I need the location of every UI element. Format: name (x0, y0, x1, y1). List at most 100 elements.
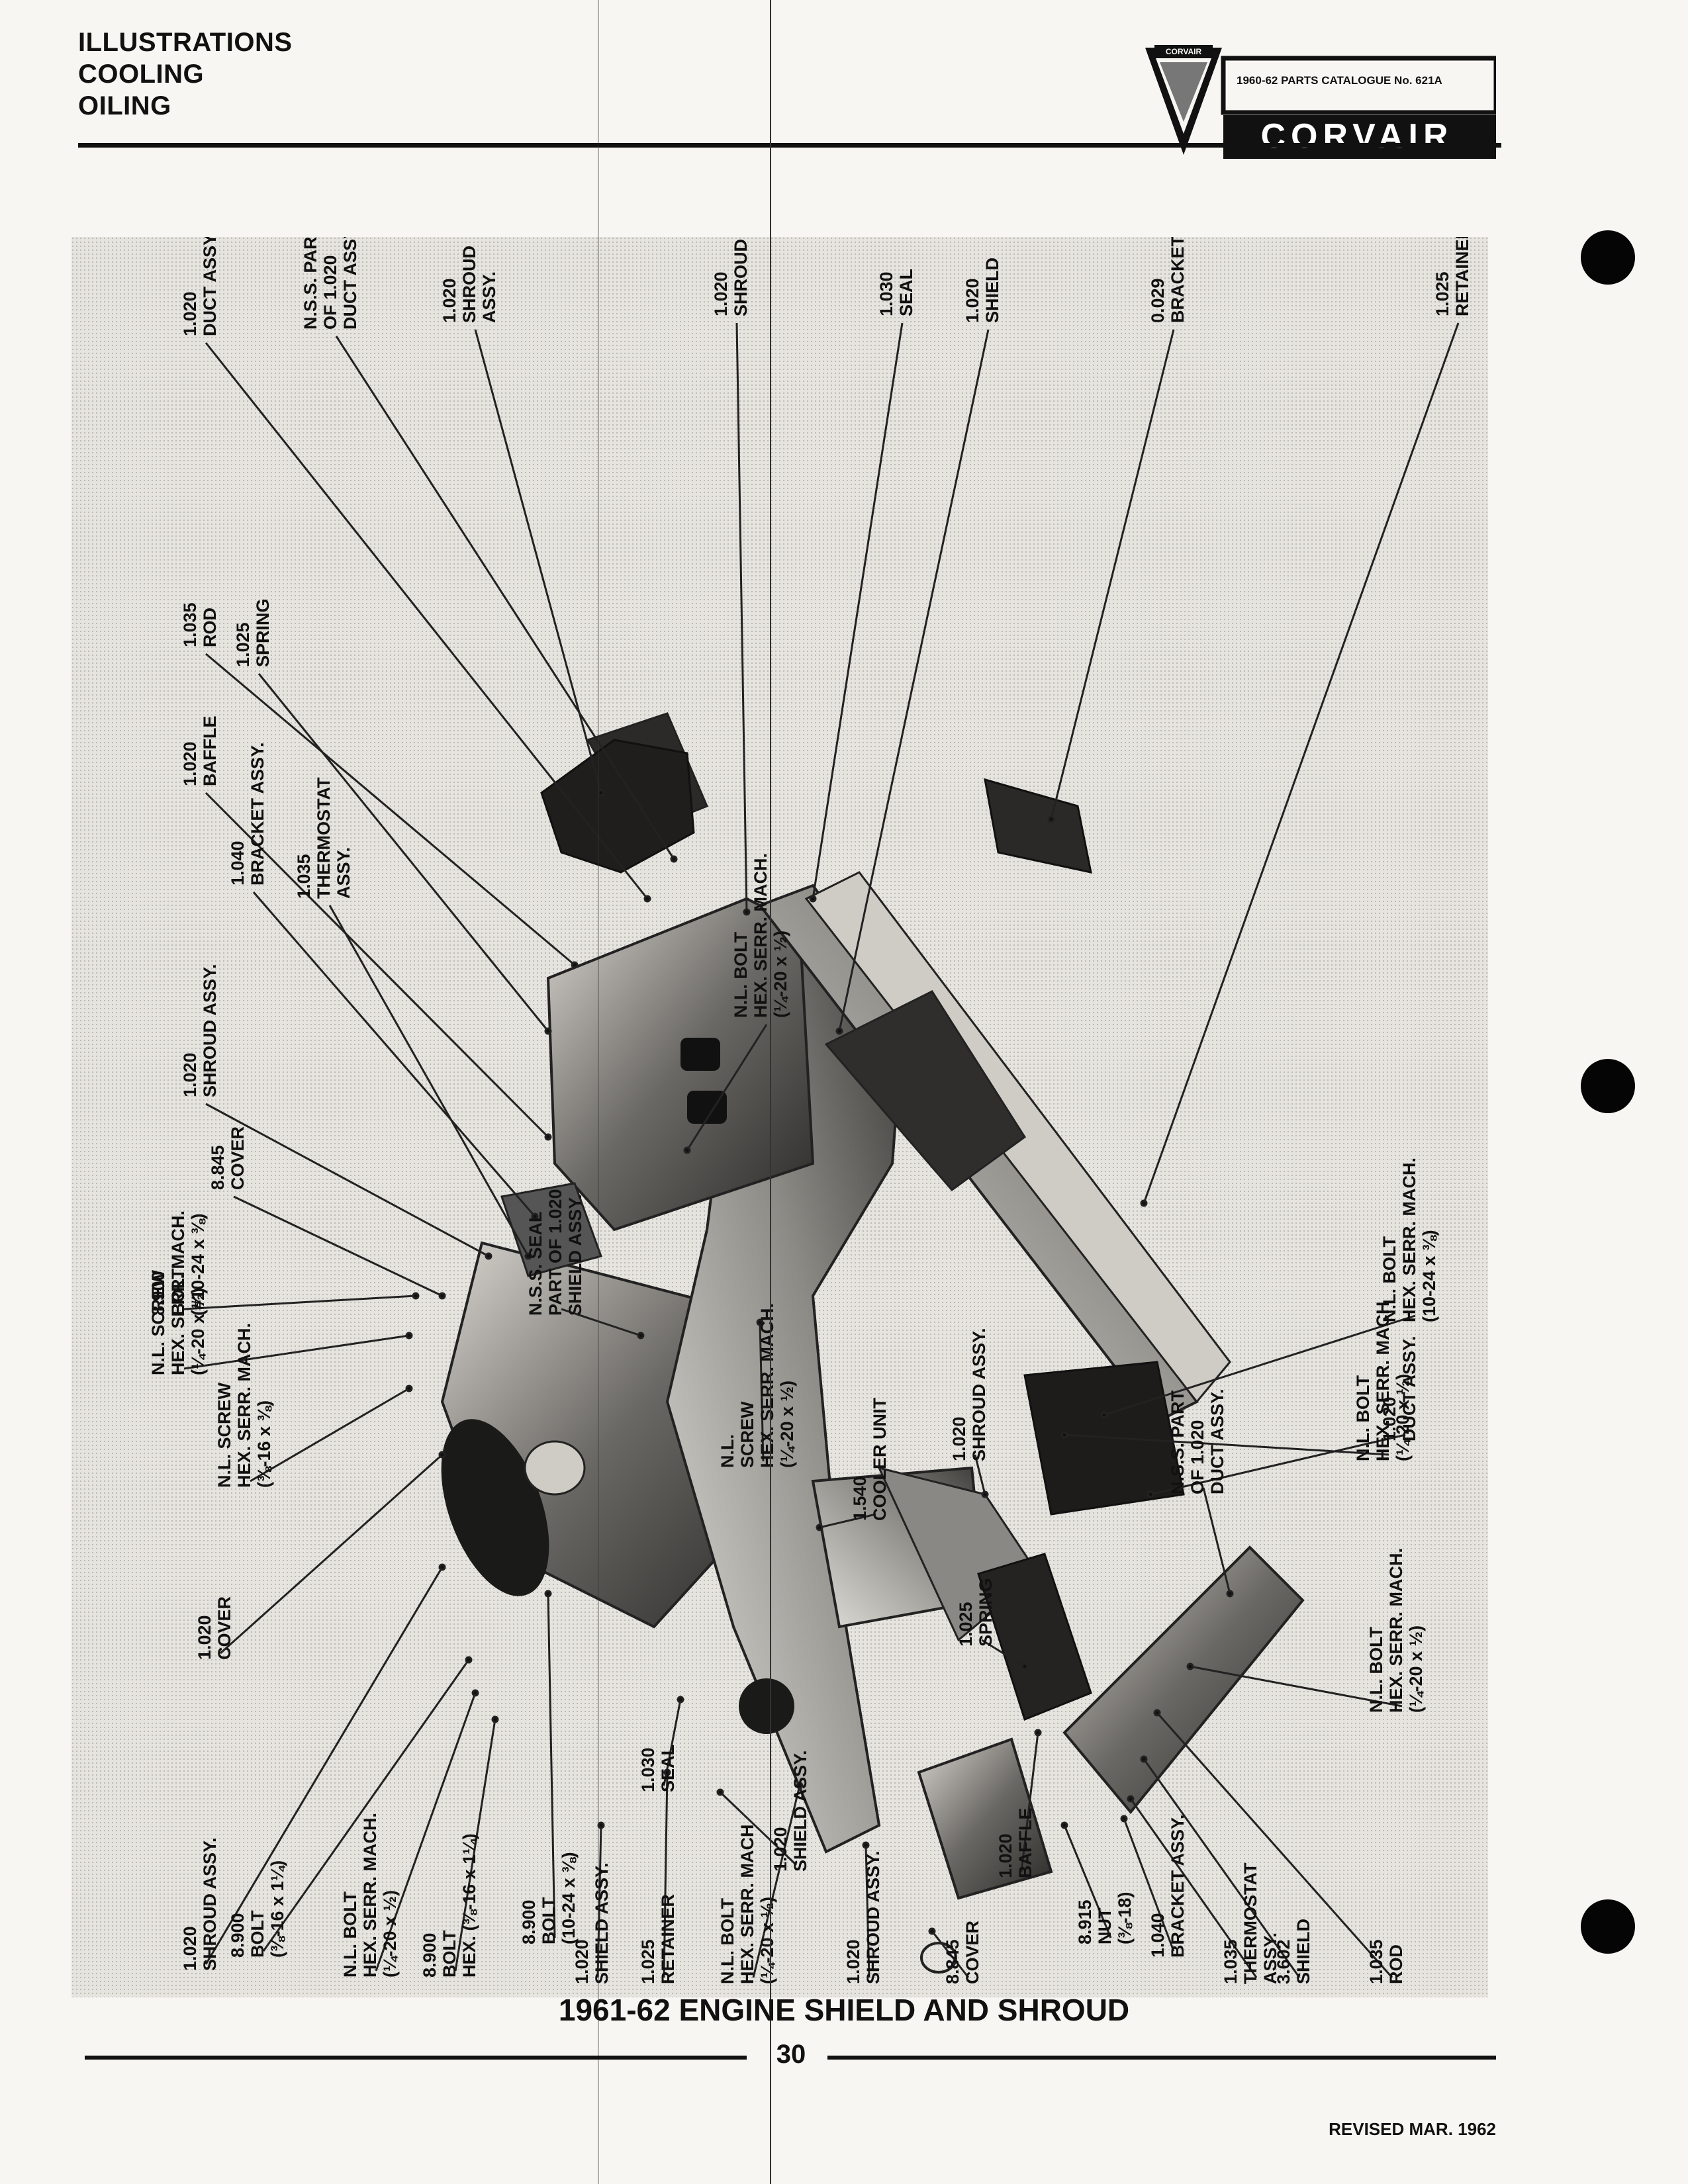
part-callout: 1.020BAFFLE (996, 1808, 1035, 1878)
brand-wordmark: CORVAIR (1260, 117, 1454, 156)
leader-arrowhead (491, 1715, 499, 1723)
part-callout-line: OF 1.020 (1188, 1420, 1207, 1494)
leader-arrowhead (928, 1927, 936, 1935)
binder-hole-top (1581, 230, 1635, 285)
leader-arrowhead (524, 1252, 532, 1260)
part-callout-line: N.L. BOLT (1366, 1627, 1386, 1713)
scan-line-center (770, 0, 771, 2184)
part-callout: 1.030SEAL (876, 269, 916, 316)
leader-arrowhead (1060, 1431, 1068, 1439)
part-callout-line: BOLT (168, 1268, 188, 1316)
part-callout-line: (⅜-18) (1115, 1891, 1135, 1944)
leader-arrowhead (1100, 1411, 1108, 1419)
part-callout-line: N.L. SCREW (148, 1269, 168, 1375)
leader-arrowhead (716, 1788, 724, 1796)
part-callout-line: THERMOSTAT (1241, 1862, 1260, 1984)
leader-arrowhead (816, 1524, 823, 1531)
leader-arrowhead (1147, 1490, 1154, 1498)
part-callout: 3.602SHIELD (1274, 1919, 1313, 1984)
part-callout-line: 1.040 (1148, 1913, 1168, 1958)
part-callout-line: (¼-20 x ½) (757, 1897, 777, 1984)
part-callout-line: N.L. BOLT (1380, 1236, 1399, 1322)
part-callout-line: 1.030 (638, 1747, 658, 1792)
part-callout: 8.845COVER (208, 1126, 248, 1190)
part-callout: 1.540COOLER UNIT (850, 1397, 890, 1521)
leader-arrowhead (405, 1332, 413, 1340)
part-callout-line: 1.025 (956, 1602, 976, 1647)
part-callout-line: 1.035 (1366, 1939, 1386, 1984)
leader-line (838, 329, 990, 1032)
footer-rule-right (827, 2056, 1496, 2060)
part-callout-line: 8.845 (943, 1939, 962, 1984)
part-callout-line: COOLER UNIT (870, 1397, 890, 1521)
part-callout: 1.020BAFFLE (180, 716, 220, 786)
part-callout-line: 8.845 (208, 1145, 228, 1190)
leader-arrowhead (981, 1490, 989, 1498)
part-callout-line: 1.020 (843, 1939, 863, 1984)
part-callout-line: HEX. SERR. MACH. (1386, 1548, 1406, 1713)
leader-arrowhead (670, 855, 678, 863)
leader-line (205, 792, 549, 1138)
part-callout-line: DUCT ASSY. (1399, 1336, 1419, 1441)
leader-arrowhead (1021, 1662, 1029, 1670)
part-callout: 1.020SHROUDASSY. (440, 246, 499, 323)
leader-arrowhead (637, 1332, 645, 1340)
part-callout: N.L. BOLTHEX. SERR. MACH.(¼-20 x ½) (340, 1813, 400, 1978)
part-callout-line: 1.035 (180, 602, 200, 647)
footer-rule-left (85, 2056, 747, 2060)
leader-lines (183, 322, 1460, 1978)
part-callout-line: BRACKET ASSY. (1168, 1814, 1188, 1958)
part-callout: 1.035THERMOSTATASSY. (1221, 1862, 1280, 1984)
part-callout: N.S.S. PARTOF 1.020DUCT ASSY. (301, 237, 360, 330)
part-callout-line: ASSY. (1260, 1933, 1280, 1984)
part-callout-line: SHIELD ASSY. (790, 1750, 810, 1872)
leader-line (931, 1931, 970, 1978)
leader-line (1050, 329, 1175, 820)
part-callout-line: COVER (962, 1921, 982, 1984)
part-callout-line: 1.020 (572, 1939, 592, 1984)
part-callout-line: 8.900 (420, 1933, 440, 1978)
leader-arrowhead (1140, 1199, 1148, 1207)
part-callout: 0.029BRACKET (1148, 237, 1188, 323)
leader-arrowhead (756, 1318, 764, 1326)
leader-line (205, 1103, 489, 1257)
part-callout: 1.035ROD (180, 602, 220, 647)
leader-line (596, 1825, 602, 1978)
part-callout-line: SPRING (253, 598, 273, 667)
leader-arrowhead (1153, 1709, 1161, 1717)
leader-arrowhead (465, 1656, 473, 1664)
emblem-text: CORVAIR (1166, 47, 1202, 56)
part-callout-line: NUT (1095, 1907, 1115, 1944)
leader-arrowhead (531, 1212, 539, 1220)
leader-line (1123, 1818, 1175, 1952)
part-callout-line: 1.025 (638, 1939, 658, 1984)
leader-line (663, 1772, 669, 1978)
part-callout-line: 1.040 (228, 841, 248, 886)
leader-arrowhead (1034, 1729, 1042, 1737)
part-callout: N.L. BOLTHEX. SERR. MACH.(10-24 x ⅜) (1380, 1158, 1439, 1322)
part-callout: 1.020SHROUD ASSY. (180, 1837, 220, 1971)
leader-arrowhead (438, 1563, 446, 1571)
part-callout-line: SHROUD ASSY. (200, 964, 220, 1097)
part-callout-line: COVER (214, 1596, 234, 1660)
leader-line (547, 1593, 556, 1938)
part-callout-line: RETAINER (658, 1894, 678, 1984)
part-callout-line: SHROUD ASSY. (969, 1328, 989, 1461)
part-callout: 1.025SPRING (956, 1578, 996, 1647)
part-callout-line: (#10-24 x ⅜) (188, 1213, 208, 1316)
leader-line (183, 1334, 410, 1370)
part-callout-line: N.L. BOLT (718, 1898, 737, 1984)
part-callout-line: BRACKET ASSY. (248, 742, 267, 886)
part-callout-line: ASSY. (479, 271, 499, 323)
leader-line (1129, 1798, 1258, 1978)
leader-line (233, 1195, 443, 1297)
leader-arrowhead (438, 1451, 446, 1459)
leader-line (1063, 1825, 1112, 1938)
part-callout: N.L. BOLTHEX. SERR. MACH.(¼-20 x ½) (731, 853, 790, 1018)
leader-arrowhead (1120, 1815, 1128, 1823)
part-callout: 8.900BOLT(⅜-16 x 1¼) (228, 1860, 287, 1958)
part-callout: 1.020DUCT ASSY. (180, 237, 220, 336)
leader-line (819, 1513, 876, 1529)
leader-arrowhead (485, 1252, 492, 1260)
part-callout-line: DUCT ASSY. (1207, 1388, 1227, 1494)
